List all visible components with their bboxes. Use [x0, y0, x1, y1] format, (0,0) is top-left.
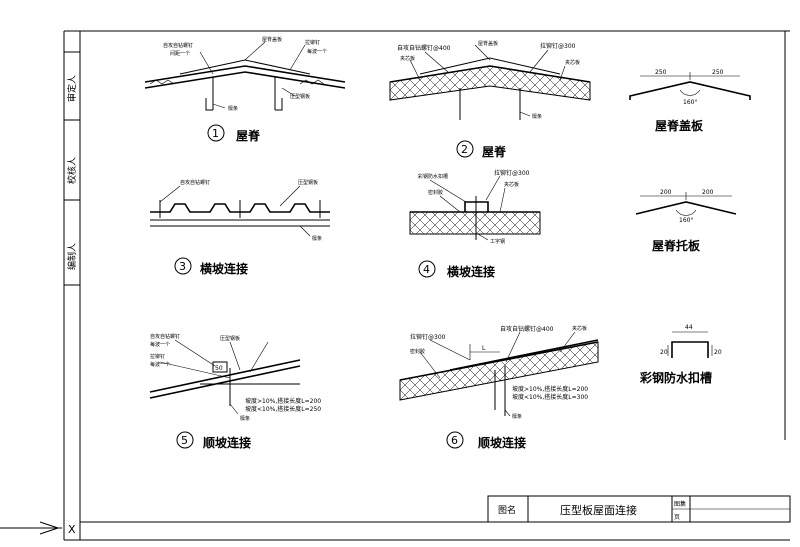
d4-note-e: 工字钢 [490, 238, 505, 245]
ridge-cover-dim-right: 250 [712, 69, 724, 76]
ridge-support-dim-right: 200 [702, 189, 714, 196]
d3-title: 横坡连接 [200, 261, 248, 276]
ridge-cover-angle: 160° [683, 99, 697, 106]
part-gutter: 44 20 20 彩钢防水扣槽 [639, 324, 722, 385]
d5-dim: 50 [215, 365, 223, 372]
d6-title: 顺坡连接 [478, 435, 526, 450]
d5-note-g: 坡度<10%,搭接长度L=250 [245, 405, 321, 413]
d6-note-b: 自攻自钻螺钉@400 [500, 325, 554, 333]
d1-note-c: 屋脊盖板 [262, 36, 282, 43]
title-block-label: 图名 [498, 504, 516, 516]
d2-note-a: 自攻自钻螺钉@400 [397, 44, 451, 52]
sheet-frame [63, 30, 790, 541]
d6-note-g: 檩条 [512, 413, 522, 420]
d4-note-a: 彩钢防水扣槽 [418, 173, 448, 180]
d4-note-b: 拉铆钉@300 [494, 169, 530, 177]
d4-note-c: 夹芯板 [504, 181, 519, 188]
d3-note-c: 檩条 [312, 235, 322, 242]
d5-note-b: 每波一个 [150, 341, 170, 348]
title-block: 图名 压型板屋面连接 图集 页 [487, 495, 791, 523]
d5-note-d: 拉铆钉 [150, 353, 165, 360]
ridge-support-dim-left: 200 [660, 189, 672, 196]
d6-dim: L [482, 345, 486, 352]
d4-note-d: 密封胶 [428, 189, 443, 196]
gutter-dim-right: 20 [714, 349, 722, 356]
detail-1-ridge: 自攻自钻螺钉 间距一个 屋脊盖板 拉铆钉 每波一个 檩条 压型钢板 1 屋脊 [144, 36, 346, 143]
d5-note-h: 檩条 [240, 415, 250, 422]
d2-note-d: 夹芯板 [400, 55, 415, 62]
d5-note-e: 每波一个 [150, 361, 170, 368]
d2-note-c: 拉铆钉@300 [540, 42, 576, 50]
d2-number: 2 [461, 143, 468, 156]
d3-note-b: 压型钢板 [298, 179, 318, 186]
d3-number: 3 [179, 260, 186, 273]
title-block-field-2: 页 [674, 514, 680, 521]
d6-note-f: 坡度<10%,搭接长度L=300 [512, 393, 588, 401]
gutter-dim-top: 44 [685, 324, 693, 331]
detail-4-cross-slope: 彩钢防水扣槽 拉铆钉@300 夹芯板 密封胶 工字钢 4 横坡连接 [409, 169, 541, 279]
d5-number: 5 [181, 434, 188, 447]
ridge-cover-dim-left: 250 [655, 69, 667, 76]
detail-5-along-slope: 50 自攻自钻螺钉 每波一个 压型钢板 拉铆钉 每波一个 坡度>10%,搭接长度… [149, 333, 321, 450]
d5-note-f: 坡度>10%,搭接长度L=200 [245, 397, 321, 405]
ucs-cursor: X [0, 521, 76, 536]
d5-note-a: 自攻自钻螺钉 [150, 333, 180, 340]
checker-label: 校核人 [66, 157, 78, 184]
d2-title: 屋脊 [482, 144, 507, 159]
d2-note-f: 檩条 [532, 113, 542, 120]
d1-note-f: 檩条 [228, 105, 238, 112]
d6-number: 6 [451, 434, 458, 447]
d2-note-b: 屋脊盖板 [478, 40, 498, 47]
drawing-title: 压型板屋面连接 [560, 503, 637, 517]
title-block-field-1: 图集 [674, 500, 686, 508]
ridge-cover-title: 屋脊盖板 [655, 118, 704, 133]
d5-title: 顺坡连接 [203, 435, 251, 450]
reviewer-label: 审定人 [66, 75, 78, 102]
d5-note-c: 压型钢板 [220, 335, 240, 342]
d1-number: 1 [212, 127, 219, 140]
d4-title: 横坡连接 [447, 264, 495, 279]
d6-note-d: 密封胶 [410, 348, 425, 355]
d1-note-e: 每波一个 [307, 48, 327, 55]
ridge-support-angle: 160° [679, 217, 693, 224]
d1-note-a: 自攻自钻螺钉 [163, 42, 193, 49]
gutter-dim-left: 20 [660, 349, 668, 356]
detail-3-cross-slope: 自攻自钻螺钉 压型钢板 檩条 3 横坡连接 [150, 179, 330, 276]
d1-note-g: 压型钢板 [290, 93, 310, 100]
d4-number: 4 [423, 263, 430, 276]
d2-note-e: 夹芯板 [565, 59, 580, 66]
ridge-support-title: 屋脊托板 [652, 238, 701, 253]
side-panel: 审定人 校核人 编制人 [64, 51, 80, 286]
drafter-label: 编制人 [66, 243, 78, 270]
part-ridge-support: 200 200 160° 屋脊托板 [635, 189, 737, 253]
gutter-title: 彩钢防水扣槽 [639, 370, 712, 385]
d6-note-c: 夹芯板 [572, 325, 587, 332]
d6-note-a: 拉铆钉@300 [410, 333, 446, 341]
part-ridge-cover: 250 250 160° 屋脊盖板 [629, 69, 751, 133]
cursor-label: X [68, 523, 76, 536]
d6-note-e: 坡度>10%,搭接长度L=200 [512, 385, 588, 393]
detail-6-along-slope: L 拉铆钉@300 自攻自钻螺钉@400 夹芯板 密封胶 坡度>10%,搭接长度… [399, 325, 599, 450]
d1-note-b: 间距一个 [170, 50, 190, 57]
d3-note-a: 自攻自钻螺钉 [180, 179, 210, 186]
detail-2-ridge: 自攻自钻螺钉@400 屋脊盖板 拉铆钉@300 夹芯板 夹芯板 檩条 2 屋脊 [389, 40, 591, 159]
d1-note-d: 拉铆钉 [305, 39, 320, 46]
d1-title: 屋脊 [236, 128, 261, 143]
